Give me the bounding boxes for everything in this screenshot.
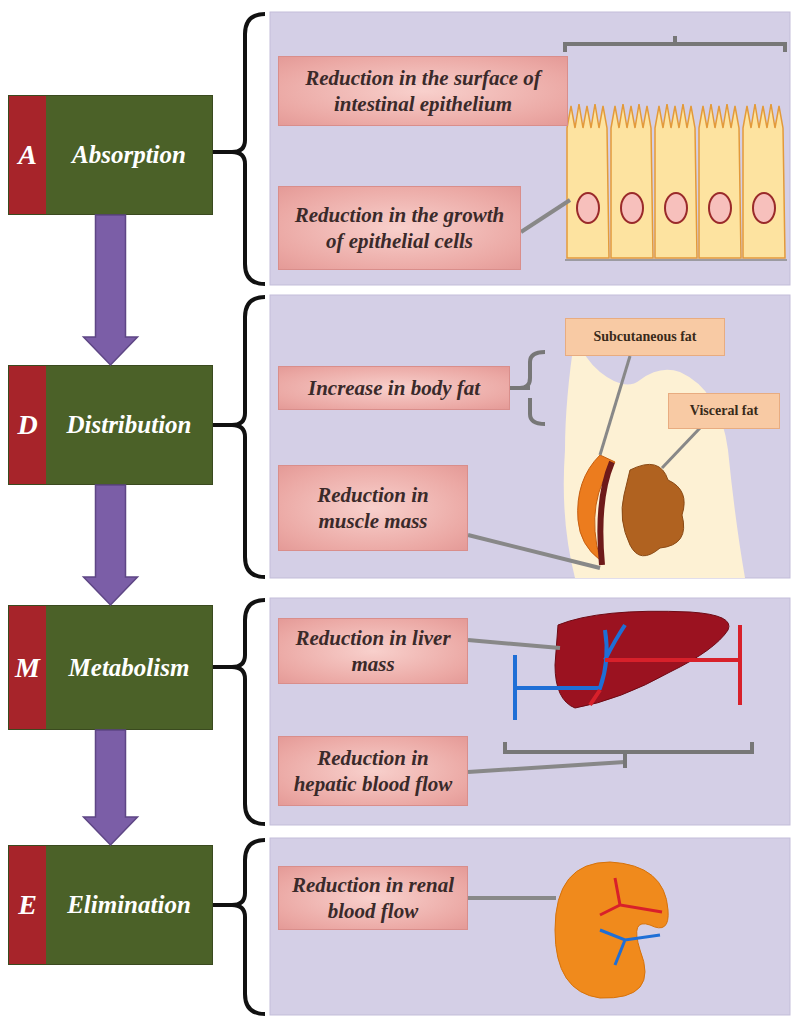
effect-box: Reduction in liver mass: [278, 618, 468, 684]
effect-box: Reduction in the surface of intestinal e…: [278, 56, 568, 126]
stage-box: AAbsorption: [8, 95, 213, 215]
effect-box: Reduction in hepatic blood flow: [278, 736, 468, 806]
effect-box: Reduction in the growth of epithelial ce…: [278, 186, 521, 270]
leader-line: [521, 200, 570, 232]
stage-letter: M: [9, 606, 46, 729]
panel: [270, 598, 790, 825]
effect-box: Reduction in muscle mass: [278, 465, 468, 551]
effect-box: Increase in body fat: [278, 366, 510, 410]
flow-arrow: [84, 485, 138, 605]
stage-letter: A: [9, 96, 46, 214]
epithelium-illustration: [565, 36, 787, 260]
flow-arrow: [84, 730, 138, 845]
box-text: Reduction in renal blood flow: [287, 872, 459, 925]
box-text: Subcutaneous fat: [593, 329, 696, 345]
liver-illustration: [468, 611, 752, 772]
panel: [270, 295, 790, 578]
stage-title: Elimination: [46, 846, 212, 964]
stage-box: DDistribution: [8, 365, 213, 485]
stage-box: MMetabolism: [8, 605, 213, 730]
stage-letter: D: [9, 366, 46, 484]
kidney-illustration: [468, 862, 668, 998]
panel-bracket: [213, 14, 265, 1014]
box-text: Visceral fat: [690, 403, 758, 419]
tag-label-box: Visceral fat: [668, 393, 780, 429]
effect-box: Reduction in renal blood flow: [278, 866, 468, 930]
flow-arrow: [84, 215, 138, 365]
stage-title: Distribution: [46, 366, 212, 484]
tag-label-box: Subcutaneous fat: [565, 318, 725, 356]
stage-title: Metabolism: [46, 606, 212, 729]
stage-box: EElimination: [8, 845, 213, 965]
box-text: Reduction in liver mass: [287, 625, 459, 678]
box-text: Reduction in hepatic blood flow: [287, 745, 459, 798]
panel: [270, 12, 790, 285]
stage-letter: E: [9, 846, 46, 964]
box-text: Reduction in the growth of epithelial ce…: [287, 202, 512, 255]
box-text: Increase in body fat: [308, 375, 480, 401]
panel: [270, 838, 790, 1015]
box-text: Reduction in muscle mass: [287, 482, 459, 535]
box-text: Reduction in the surface of intestinal e…: [287, 65, 559, 118]
stage-title: Absorption: [46, 96, 212, 214]
